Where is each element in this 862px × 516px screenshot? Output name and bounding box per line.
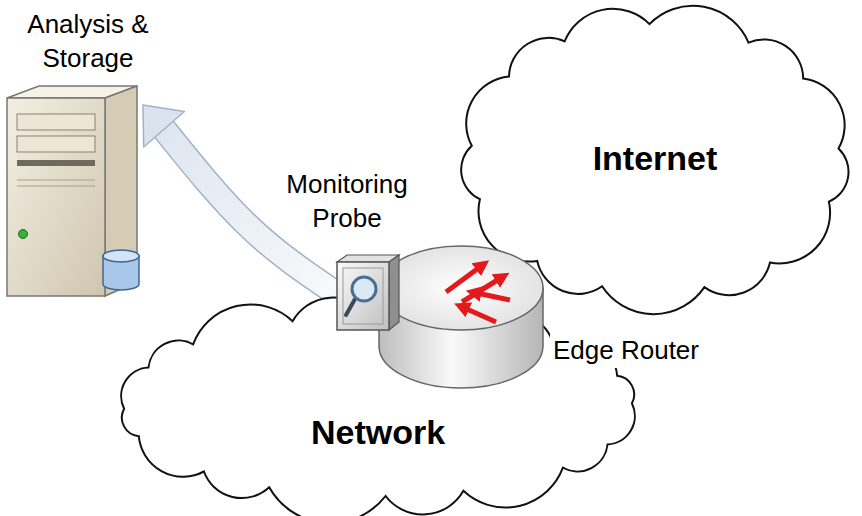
node-label: Edge Router xyxy=(550,334,702,368)
arrow-shaft-outline xyxy=(164,129,335,292)
cloud-outline xyxy=(108,300,648,512)
node-label: Analysis & Storage xyxy=(3,8,173,76)
cloud-label: Network xyxy=(311,410,445,454)
server-icon xyxy=(5,84,140,299)
probe-icon xyxy=(333,252,405,334)
router-node: Edge Router xyxy=(376,240,546,390)
node-label: Monitoring Probe xyxy=(262,168,432,236)
cloud-label: Internet xyxy=(593,136,718,180)
network-cloud: Network xyxy=(108,300,648,512)
arrow-shaft xyxy=(164,129,335,292)
router-icon xyxy=(376,240,546,390)
probe-node: Monitoring Probe xyxy=(262,168,432,334)
label-holder: Edge Router xyxy=(550,334,702,368)
server-node: Analysis & Storage xyxy=(3,8,173,299)
cloud-shape xyxy=(121,289,635,516)
arrow-head xyxy=(143,105,184,147)
